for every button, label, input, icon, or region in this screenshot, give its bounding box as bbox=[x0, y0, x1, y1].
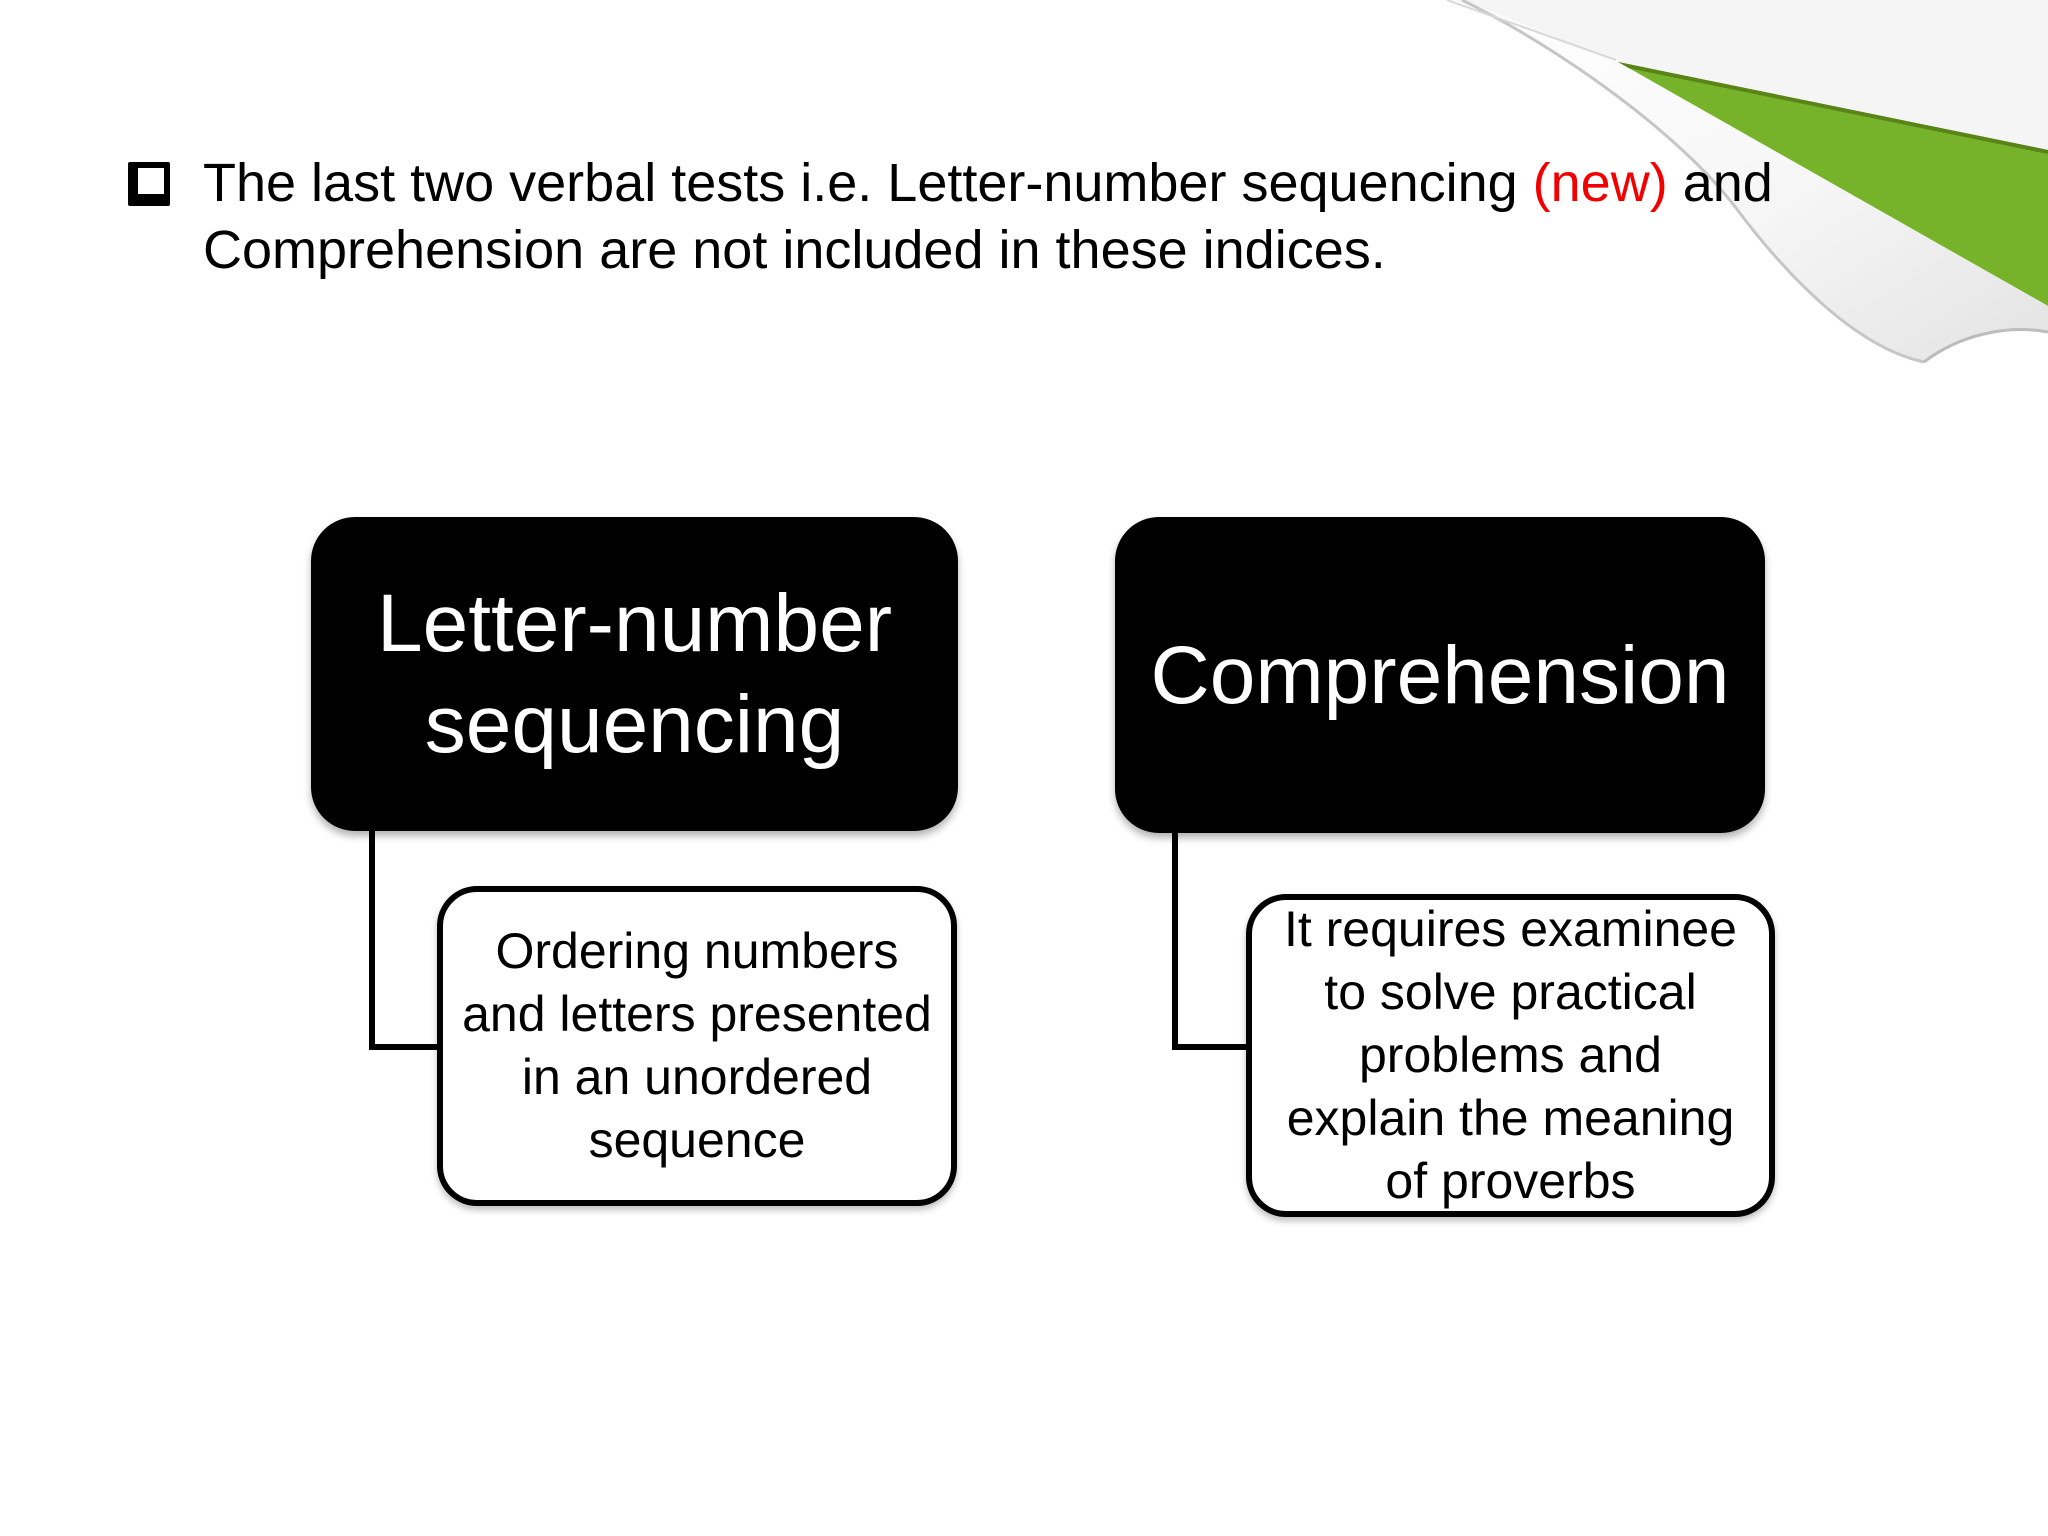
curl-backdrop bbox=[1455, 0, 2048, 150]
connector-left-horizontal bbox=[369, 1044, 437, 1050]
description-line: It requires examinee bbox=[1283, 901, 1737, 957]
description-line: explain the meaning bbox=[1286, 1090, 1735, 1146]
description-line: of proverbs bbox=[1385, 1153, 1636, 1209]
node-title: Letter-number sequencing bbox=[377, 573, 892, 775]
description-letter-number-sequencing: Ordering numbers and letters presented i… bbox=[437, 886, 957, 1206]
description-text: It requires examinee to solve practical … bbox=[1284, 898, 1737, 1213]
checkbox-bullet-icon bbox=[128, 162, 170, 206]
node-title: Comprehension bbox=[1151, 625, 1730, 726]
description-line: in an unordered bbox=[521, 1049, 873, 1105]
description-text: Ordering numbers and letters presented i… bbox=[462, 920, 932, 1172]
bullet-text: The last two verbal tests i.e. Letter-nu… bbox=[203, 150, 1893, 284]
curl-sheet-shadow-edge bbox=[1461, 0, 1925, 364]
curl-green-edge bbox=[1617, 62, 2048, 154]
page-curl-graphic bbox=[1446, 0, 2048, 364]
node-title-line: sequencing bbox=[424, 679, 845, 770]
node-title-line: Comprehension bbox=[1150, 629, 1730, 721]
connector-right-vertical bbox=[1172, 830, 1178, 1050]
bullet-text-before: The last two verbal tests i.e. Letter-nu… bbox=[203, 153, 1533, 213]
node-title-line: Letter-number bbox=[376, 578, 893, 669]
connector-left-vertical bbox=[369, 828, 375, 1050]
curl-sheet bbox=[1462, 0, 2048, 362]
description-line: Ordering numbers bbox=[495, 923, 899, 979]
bullet-line2: Comprehension are not included in these … bbox=[203, 220, 1386, 280]
description-line: and letters presented bbox=[462, 986, 932, 1042]
connector-right-horizontal bbox=[1172, 1044, 1246, 1050]
curl-top-streak bbox=[1446, 0, 1617, 61]
node-comprehension: Comprehension bbox=[1115, 517, 1765, 833]
bullet-highlight-new: (new) bbox=[1532, 153, 1668, 213]
description-line: problems and bbox=[1359, 1027, 1662, 1083]
bullet-text-after: and bbox=[1667, 153, 1773, 213]
node-letter-number-sequencing: Letter-number sequencing bbox=[311, 517, 958, 831]
description-line: sequence bbox=[588, 1112, 806, 1168]
curl-sheet-tail-edge bbox=[1923, 328, 2048, 364]
description-comprehension: It requires examinee to solve practical … bbox=[1246, 894, 1775, 1217]
description-line: to solve practical bbox=[1324, 964, 1697, 1020]
